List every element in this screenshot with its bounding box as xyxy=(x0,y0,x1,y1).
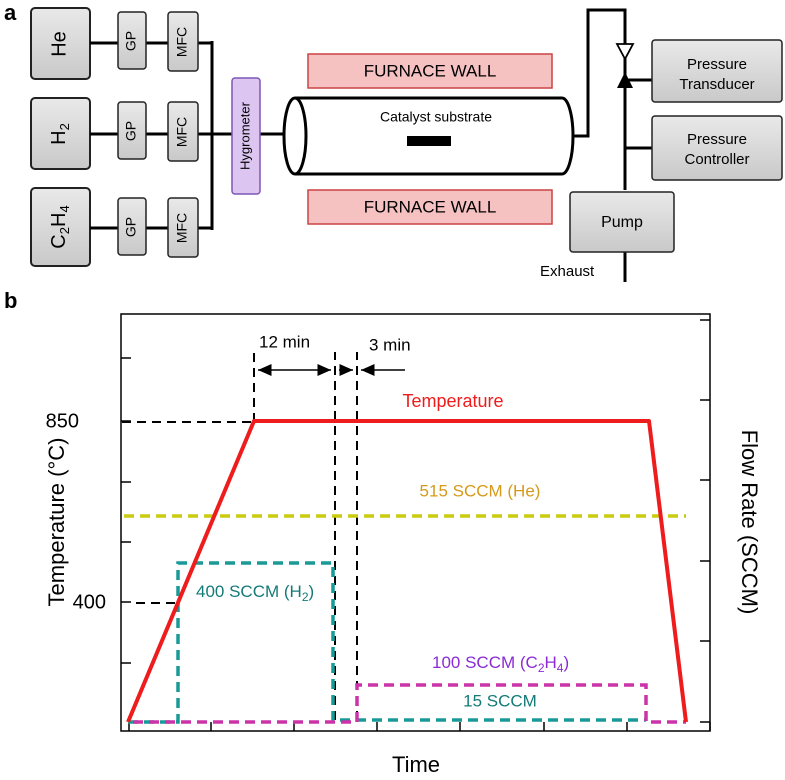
gp-label-2: GP xyxy=(123,121,139,141)
x-axis-label: Time xyxy=(392,752,440,777)
mfc-box-2: MFC xyxy=(167,101,199,162)
catalyst-label: Catalyst substrate xyxy=(380,109,492,125)
mfc-label-3: MFC xyxy=(174,213,190,243)
label-c2h4: 100 SCCM (C2H4) xyxy=(432,653,569,675)
label-15sccm: 15 SCCM xyxy=(463,691,537,710)
pressure-transducer-box: Pressure Transducer xyxy=(651,39,783,103)
gas-h2-label: H2 xyxy=(48,123,72,145)
series-temperature-line xyxy=(126,419,688,723)
label-3min: 3 min xyxy=(369,335,411,354)
furnace-wall-top-label: FURNACE WALL xyxy=(364,61,497,80)
gas-box-he: He xyxy=(30,7,91,80)
pressure-controller-line1: Pressure xyxy=(687,131,747,148)
mfc-box-3: MFC xyxy=(167,197,199,258)
label-temperature: Temperature xyxy=(402,391,503,411)
pump-box: Pump xyxy=(569,191,675,253)
reference-dashes xyxy=(122,352,358,720)
pressure-controller-line2: Controller xyxy=(684,151,749,168)
gp-box-1: GP xyxy=(117,11,147,70)
pump-label: Pump xyxy=(601,214,643,231)
outlet-lines xyxy=(573,8,652,282)
furnace-wall-bottom: FURNACE WALL xyxy=(307,189,553,225)
check-valve-open xyxy=(615,43,635,61)
gas-c2h4-label: C2H4 xyxy=(48,205,72,248)
gas-box-c2h4: C2H4 xyxy=(30,187,91,267)
mfc-label-2: MFC xyxy=(174,117,190,147)
pressure-transducer-line1: Pressure xyxy=(687,56,747,73)
furnace-wall-bottom-label: FURNACE WALL xyxy=(364,197,497,216)
mfc-label-1: MFC xyxy=(174,27,190,57)
y-axis-label-right: Flow Rate (SCCM) xyxy=(737,430,762,615)
gas-box-h2: H2 xyxy=(30,97,91,170)
gp-box-3: GP xyxy=(117,197,147,256)
panel-a-label: a xyxy=(4,0,17,25)
label-h2: 400 SCCM (H2) xyxy=(196,582,314,604)
panel-b-label: b xyxy=(4,288,17,313)
furnace-wall-top: FURNACE WALL xyxy=(307,53,553,89)
y-axis-label-left: Temperature (°C) xyxy=(44,438,69,607)
gas-lines xyxy=(90,41,285,230)
hygrometer-box: Hygrometer xyxy=(231,77,261,195)
check-valve-filled xyxy=(617,72,633,88)
gp-label-1: GP xyxy=(123,31,139,51)
gp-label-3: GP xyxy=(123,217,139,237)
series-c2h4-line xyxy=(133,683,686,724)
pressure-transducer-line2: Transducer xyxy=(679,76,754,93)
axis-ticks xyxy=(121,319,711,731)
gp-box-2: GP xyxy=(117,101,147,160)
gas-he-label: He xyxy=(48,31,70,57)
ytick-850: 850 xyxy=(46,410,79,432)
label-12min: 12 min xyxy=(259,332,310,351)
catalyst-substrate xyxy=(407,136,451,146)
label-he: 515 SCCM (He) xyxy=(420,481,541,500)
pressure-controller-box: Pressure Controller xyxy=(651,115,783,181)
hygrometer-label: Hygrometer xyxy=(237,101,252,170)
mfc-box-1: MFC xyxy=(167,11,199,72)
ytick-400: 400 xyxy=(73,591,106,613)
plot-frame xyxy=(120,313,711,732)
exhaust-label: Exhaust xyxy=(540,263,595,280)
